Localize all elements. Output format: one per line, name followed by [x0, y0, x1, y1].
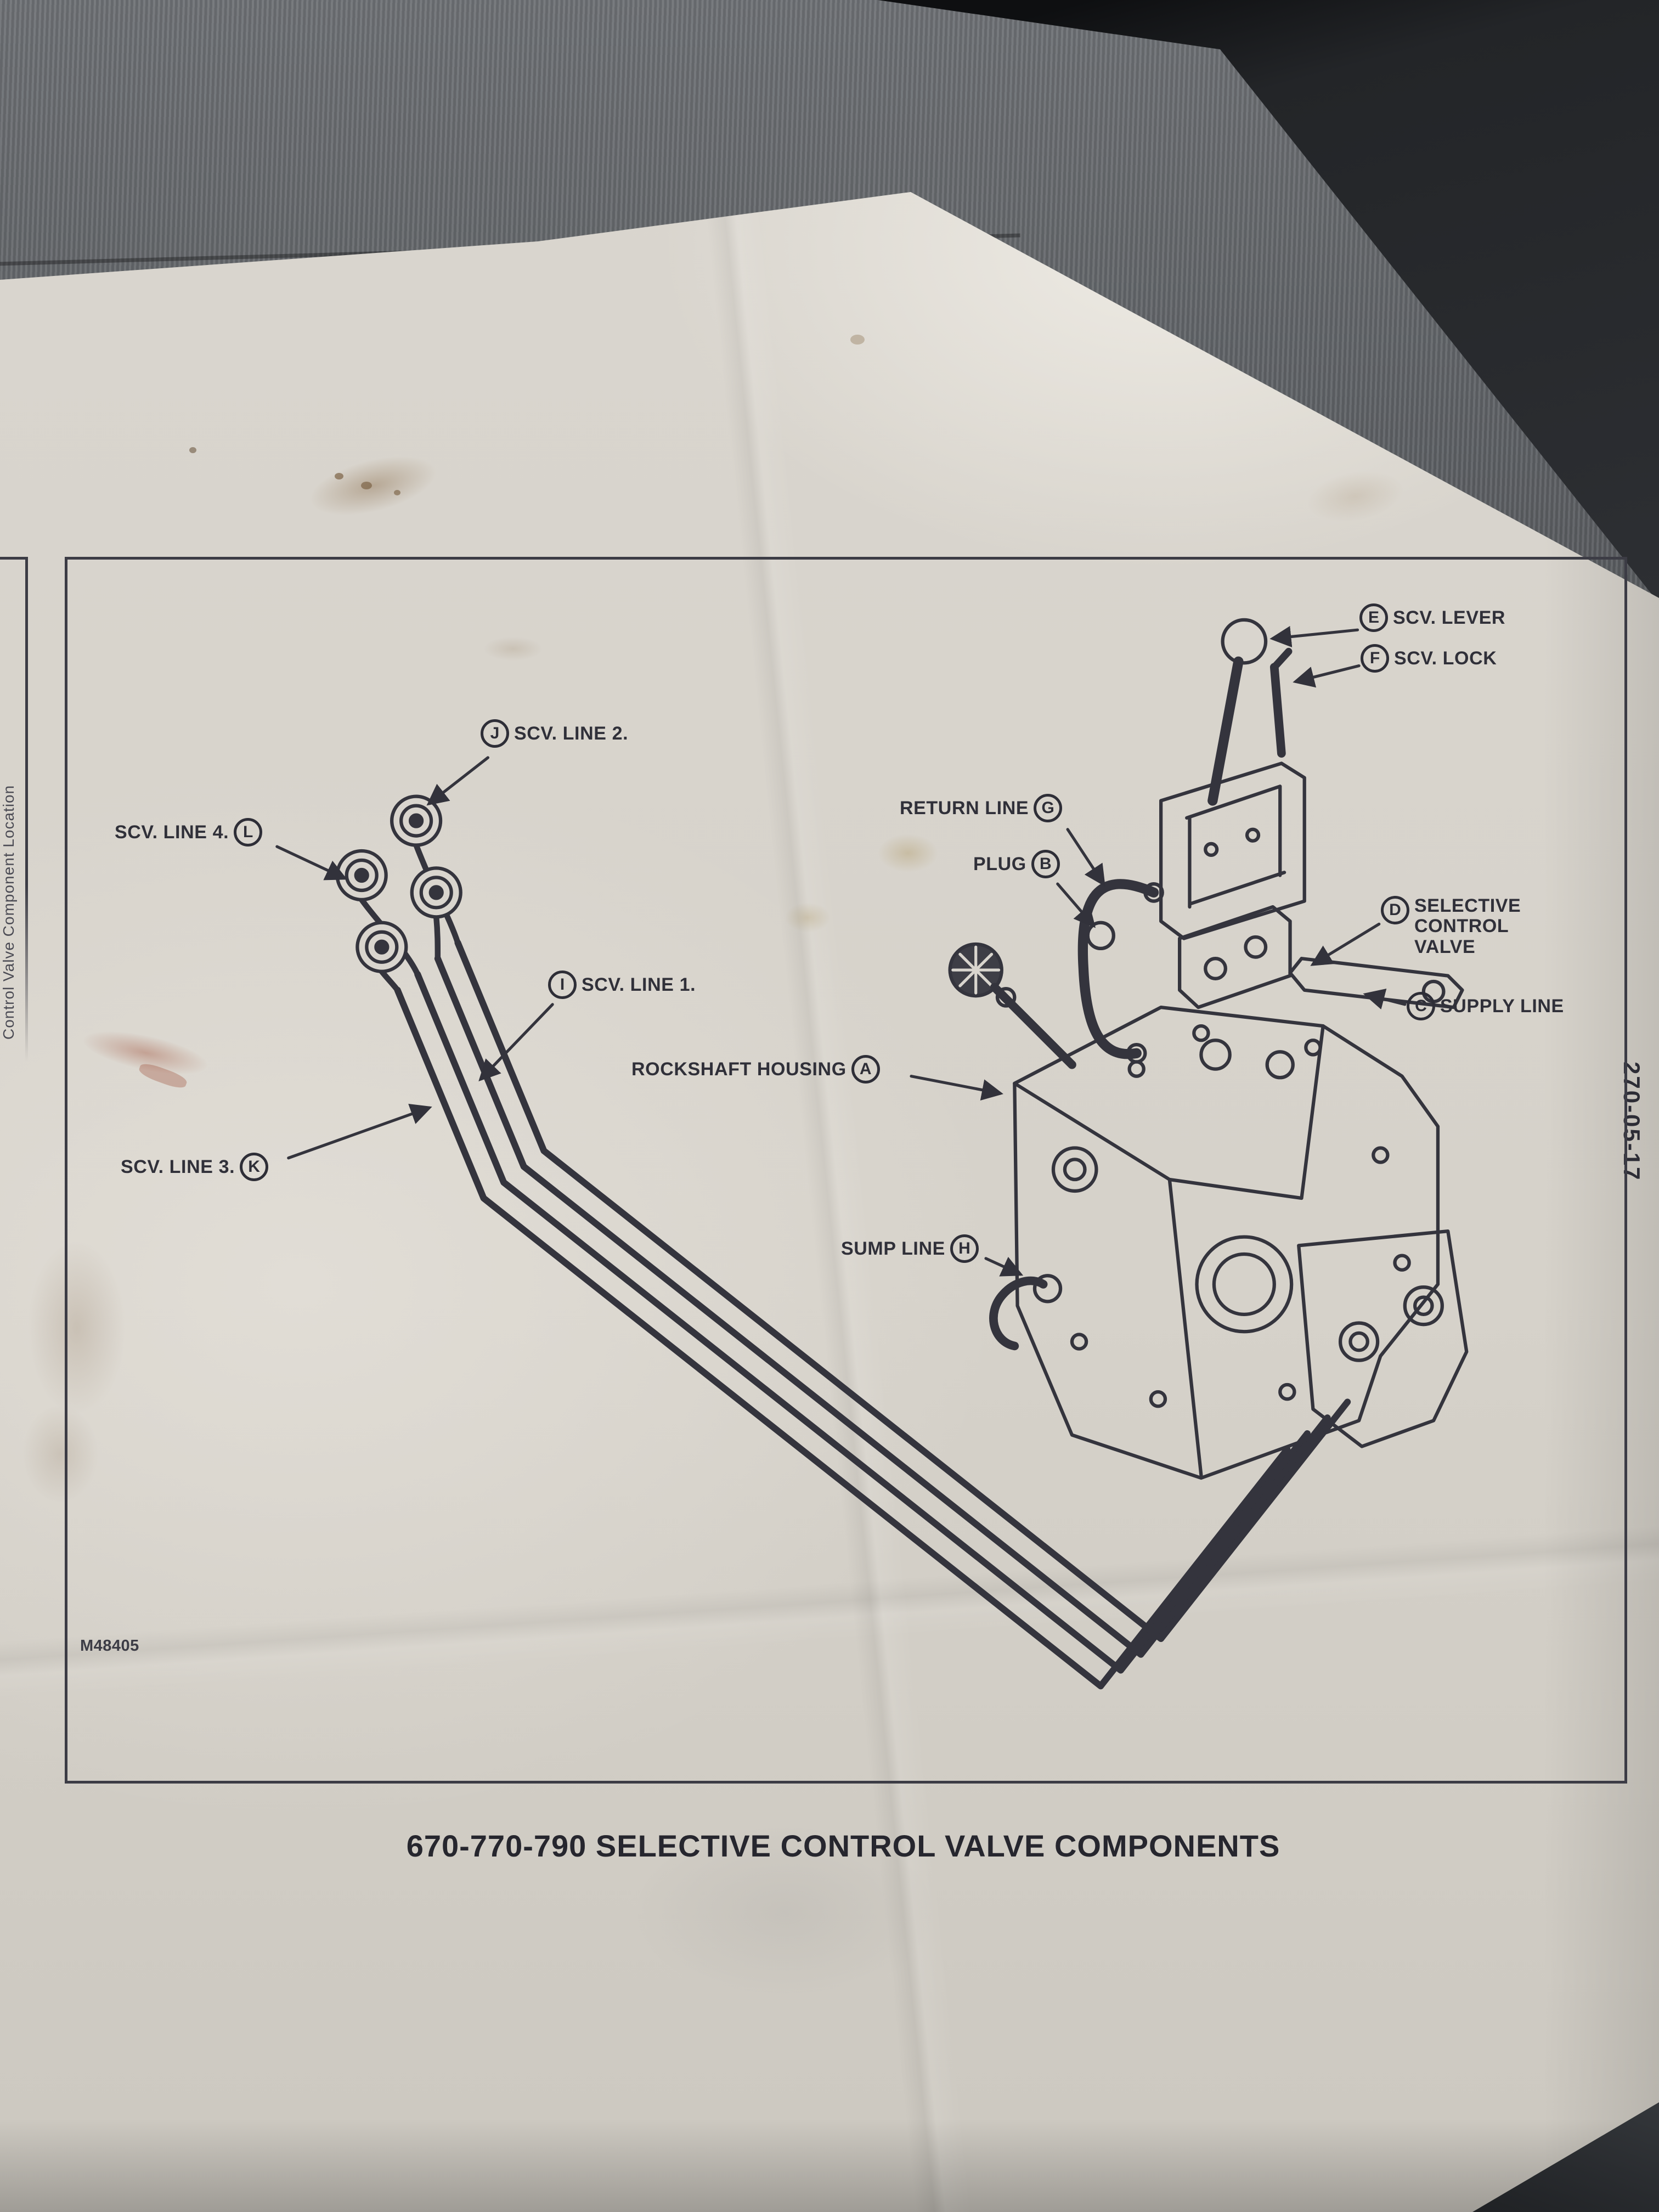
- figure-caption: 670-770-790 SELECTIVE CONTROL VALVE COMP…: [406, 1829, 1280, 1863]
- callout-letter-e: E: [1359, 603, 1388, 632]
- callout-label: SCV. LINE 2.: [514, 723, 629, 744]
- callout-scv-line-2: J SCV. LINE 2.: [481, 719, 628, 748]
- leader-line-e: [1269, 626, 1359, 648]
- callout-supply-line: C SUPPLY LINE: [1407, 992, 1564, 1020]
- callout-label: SCV. LINE 4.: [115, 821, 229, 843]
- return-line-tube: [1077, 879, 1159, 1059]
- callout-plug: PLUG B: [973, 850, 1060, 878]
- callout-letter-k: K: [240, 1153, 269, 1181]
- leader-lines: [275, 626, 1407, 1277]
- callout-scv-line-1: I SCV. LINE 1.: [548, 970, 696, 999]
- callout-label: PLUG: [973, 853, 1026, 874]
- scv-lock-rod: [1269, 663, 1286, 758]
- leader-line-d: [1310, 922, 1381, 966]
- leader-line-i: [478, 1003, 554, 1082]
- adjacent-figure-border: [0, 557, 25, 560]
- callout-label: ROCKSHAFT HOUSING: [631, 1058, 847, 1080]
- paper-stain: [189, 447, 196, 453]
- leader-line-b: [1056, 882, 1096, 928]
- leader-line-l: [275, 845, 348, 881]
- paper-stain: [1302, 464, 1408, 529]
- callout-scv-line-4: SCV. LINE 4. L: [115, 818, 263, 847]
- scv-lever-knob: [1221, 618, 1268, 665]
- plug-fitting: [1086, 921, 1115, 951]
- callout-return-line: RETURN LINE G: [900, 794, 1063, 822]
- paper-stain: [303, 444, 443, 527]
- paper-stain: [361, 482, 372, 489]
- callout-label: SUMP LINE: [841, 1238, 945, 1259]
- leader-line-k: [287, 1103, 432, 1160]
- sidebar-rotated-text: Control Valve Component Location: [0, 785, 17, 1040]
- callout-label: SCV. LINE 1.: [582, 974, 696, 995]
- leader-line-h: [984, 1256, 1024, 1277]
- callout-letter-i: I: [548, 970, 577, 999]
- leader-line-c: [1363, 988, 1407, 1009]
- scv-couplers: [335, 794, 462, 973]
- valve-assembly: [948, 618, 1469, 1480]
- callout-label: SCV. LEVER: [1393, 607, 1506, 628]
- callout-letter-a: A: [851, 1055, 880, 1084]
- callout-letter-g: G: [1034, 794, 1063, 822]
- callout-letter-h: H: [950, 1234, 979, 1263]
- callout-letter-c: C: [1407, 992, 1435, 1020]
- callout-letter-b: B: [1031, 850, 1060, 878]
- callout-scv-lever: E SCV. LEVER: [1359, 603, 1505, 632]
- leader-line-j: [426, 756, 490, 806]
- callout-rockshaft-housing: ROCKSHAFT HOUSING A: [631, 1055, 880, 1084]
- callout-letter-f: F: [1361, 644, 1389, 673]
- paper-stain: [394, 490, 400, 495]
- callout-label: RETURN LINE: [900, 797, 1029, 819]
- scv-lines-tubes: [394, 939, 1351, 1690]
- callout-letter-j: J: [481, 719, 509, 748]
- callout-letter-l: L: [234, 818, 263, 847]
- adjacent-figure-border: [25, 557, 28, 1062]
- callout-selective-control-valve: D SELECTIVE CONTROL VALVE: [1381, 895, 1551, 957]
- scv-diagram-art: [275, 618, 1469, 1690]
- paper-stain: [335, 473, 343, 479]
- leader-line-f: [1293, 664, 1361, 688]
- callout-label: SCV. LINE 3.: [121, 1156, 235, 1177]
- page-reference: 270-05-17: [1619, 1062, 1645, 1182]
- rockshaft-housing-body: [1013, 1005, 1440, 1480]
- callout-label: SELECTIVE CONTROL VALVE: [1414, 895, 1521, 957]
- leader-line-a: [910, 1075, 1003, 1101]
- callout-label: SCV. LOCK: [1394, 647, 1497, 669]
- callout-label: SUPPLY LINE: [1440, 995, 1564, 1017]
- sump-line-tube: [989, 1276, 1048, 1351]
- callout-scv-line-3: SCV. LINE 3. K: [121, 1153, 269, 1181]
- diagram-frame: [65, 557, 1627, 1784]
- callout-scv-lock: F SCV. LOCK: [1361, 644, 1497, 673]
- supply-line-arm: [1288, 957, 1464, 1009]
- leader-line-g: [1066, 828, 1105, 887]
- paper-stain: [850, 335, 865, 345]
- callout-sump-line: SUMP LINE H: [841, 1234, 979, 1263]
- callout-letter-d: D: [1381, 896, 1409, 924]
- figure-id: M48405: [80, 1637, 139, 1655]
